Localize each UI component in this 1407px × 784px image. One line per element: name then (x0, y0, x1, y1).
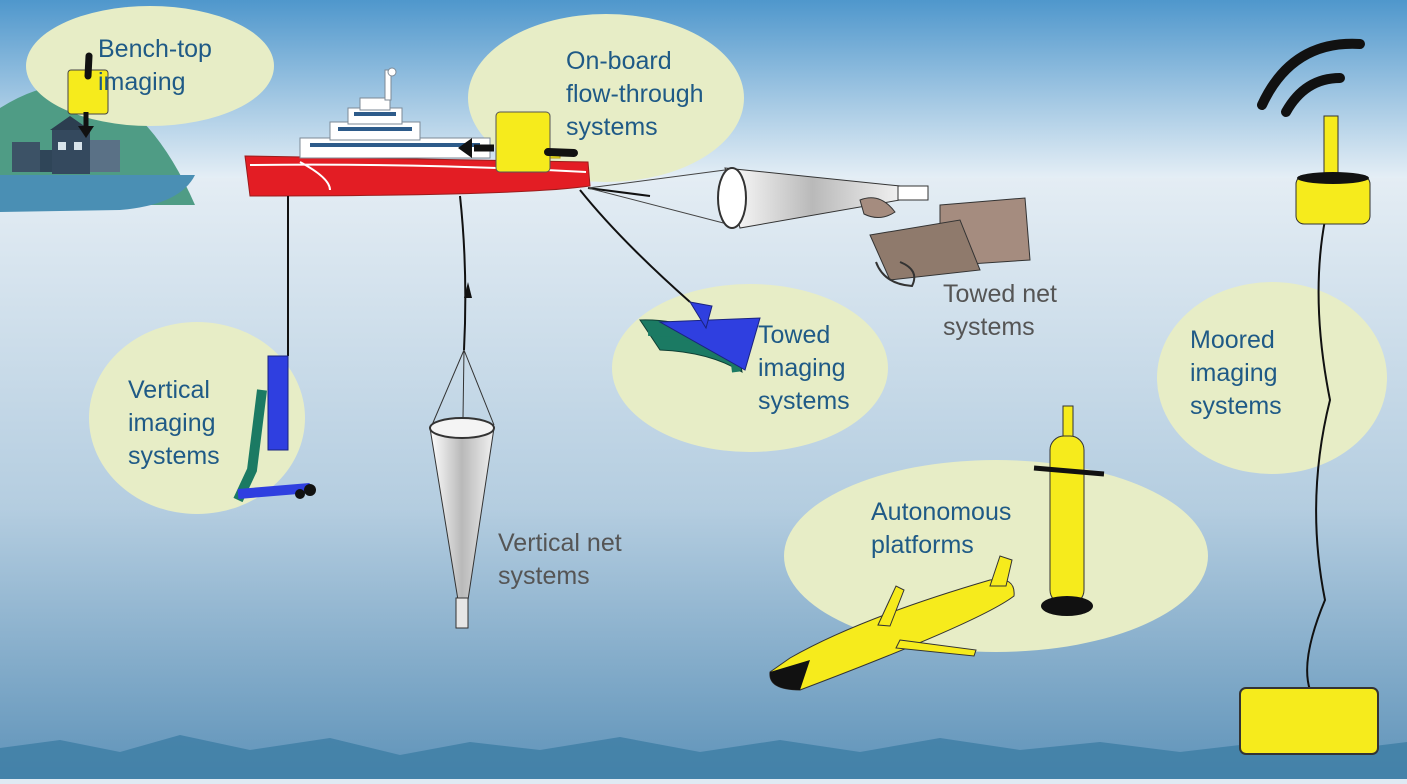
seafloor (0, 735, 1407, 779)
ocean-glider-icon (769, 555, 1015, 691)
on-board-flow-through-label: On-board flow-through systems (566, 47, 704, 141)
moored-buoy-icon (1257, 38, 1371, 225)
towed-imaging-systems-label: Towed imaging systems (758, 321, 850, 415)
mooring-anchor-instrument-icon (1239, 687, 1379, 755)
vertical-net-systems-label: Vertical net systems (498, 529, 622, 590)
vertical-imaging-device-icon (233, 355, 316, 503)
moored-imaging-systems-label: Moored imaging systems (1190, 326, 1282, 420)
autonomous-platforms-label: Autonomous platforms (871, 498, 1012, 559)
profiling-float-icon (1033, 405, 1105, 616)
vertical-imaging-systems-label: Vertical imaging systems (128, 376, 220, 470)
island-with-houses (0, 85, 195, 212)
bench-top-imaging-label: Bench-top imaging (98, 35, 212, 96)
towed-net-cod-end-icon (859, 197, 1031, 288)
towed-net-systems-label: Towed net systems (943, 280, 1057, 341)
on-board-flow-through-icon (458, 111, 578, 173)
tow-cables (287, 187, 1332, 691)
bench-top-imager-icon (67, 52, 109, 138)
cable-direction-arrow (464, 282, 472, 298)
vertical-net-icon (429, 349, 495, 629)
towed-imaging-device-icon (639, 301, 761, 374)
towed-net-icon (587, 167, 929, 229)
